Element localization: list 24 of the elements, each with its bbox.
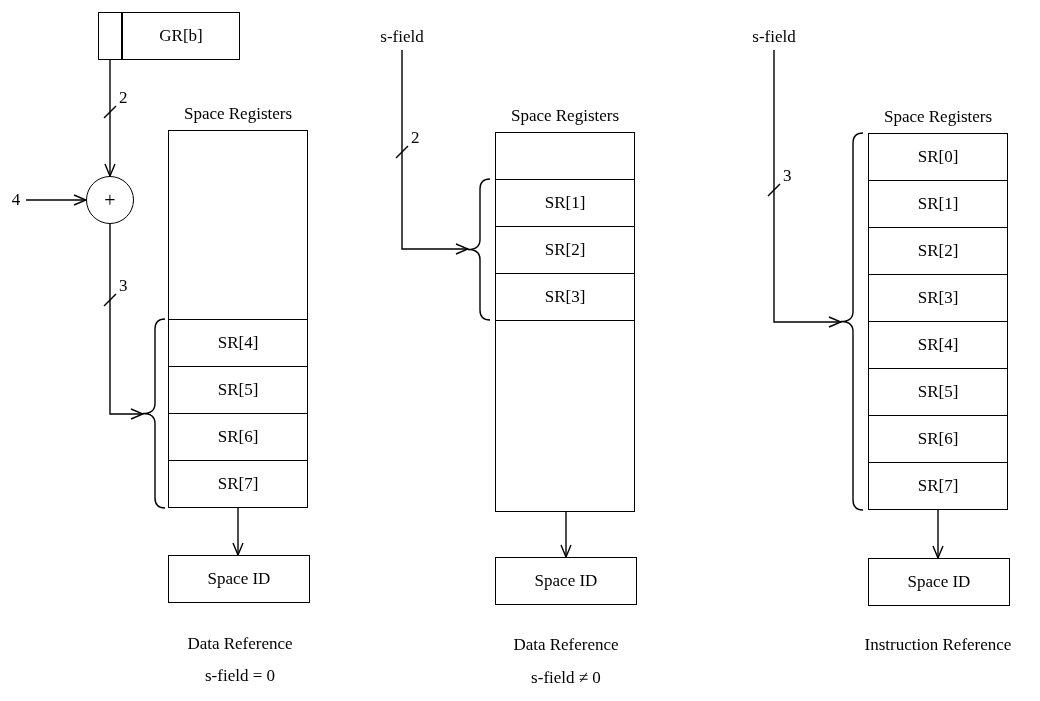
caption: s-field = 0 xyxy=(204,665,276,687)
arrow xyxy=(232,507,244,556)
register-file-heading: Space Registers xyxy=(182,103,294,125)
caption: Data Reference xyxy=(512,634,620,656)
arrow xyxy=(773,49,842,328)
caption: Instruction Reference xyxy=(863,634,1013,656)
arrow xyxy=(109,223,144,420)
arrow xyxy=(560,511,572,558)
register-box: Space ID xyxy=(868,558,1010,606)
caption: s-field ≠ 0 xyxy=(530,667,602,689)
adder-circle: + xyxy=(86,176,134,224)
field-label: s-field xyxy=(744,24,804,50)
input-value: 4 xyxy=(6,188,26,212)
caption: Data Reference xyxy=(186,633,294,655)
arrow xyxy=(932,509,944,559)
arrow xyxy=(401,49,469,255)
arrow xyxy=(25,194,87,206)
register-box: Space ID xyxy=(168,555,310,603)
register-file-heading: Space Registers xyxy=(509,105,621,127)
register-file-heading: Space Registers xyxy=(882,106,994,128)
register-box: Space ID xyxy=(495,557,637,605)
arrow xyxy=(104,59,116,177)
register-box: GR[b] xyxy=(98,12,240,60)
field-label: s-field xyxy=(372,24,432,50)
